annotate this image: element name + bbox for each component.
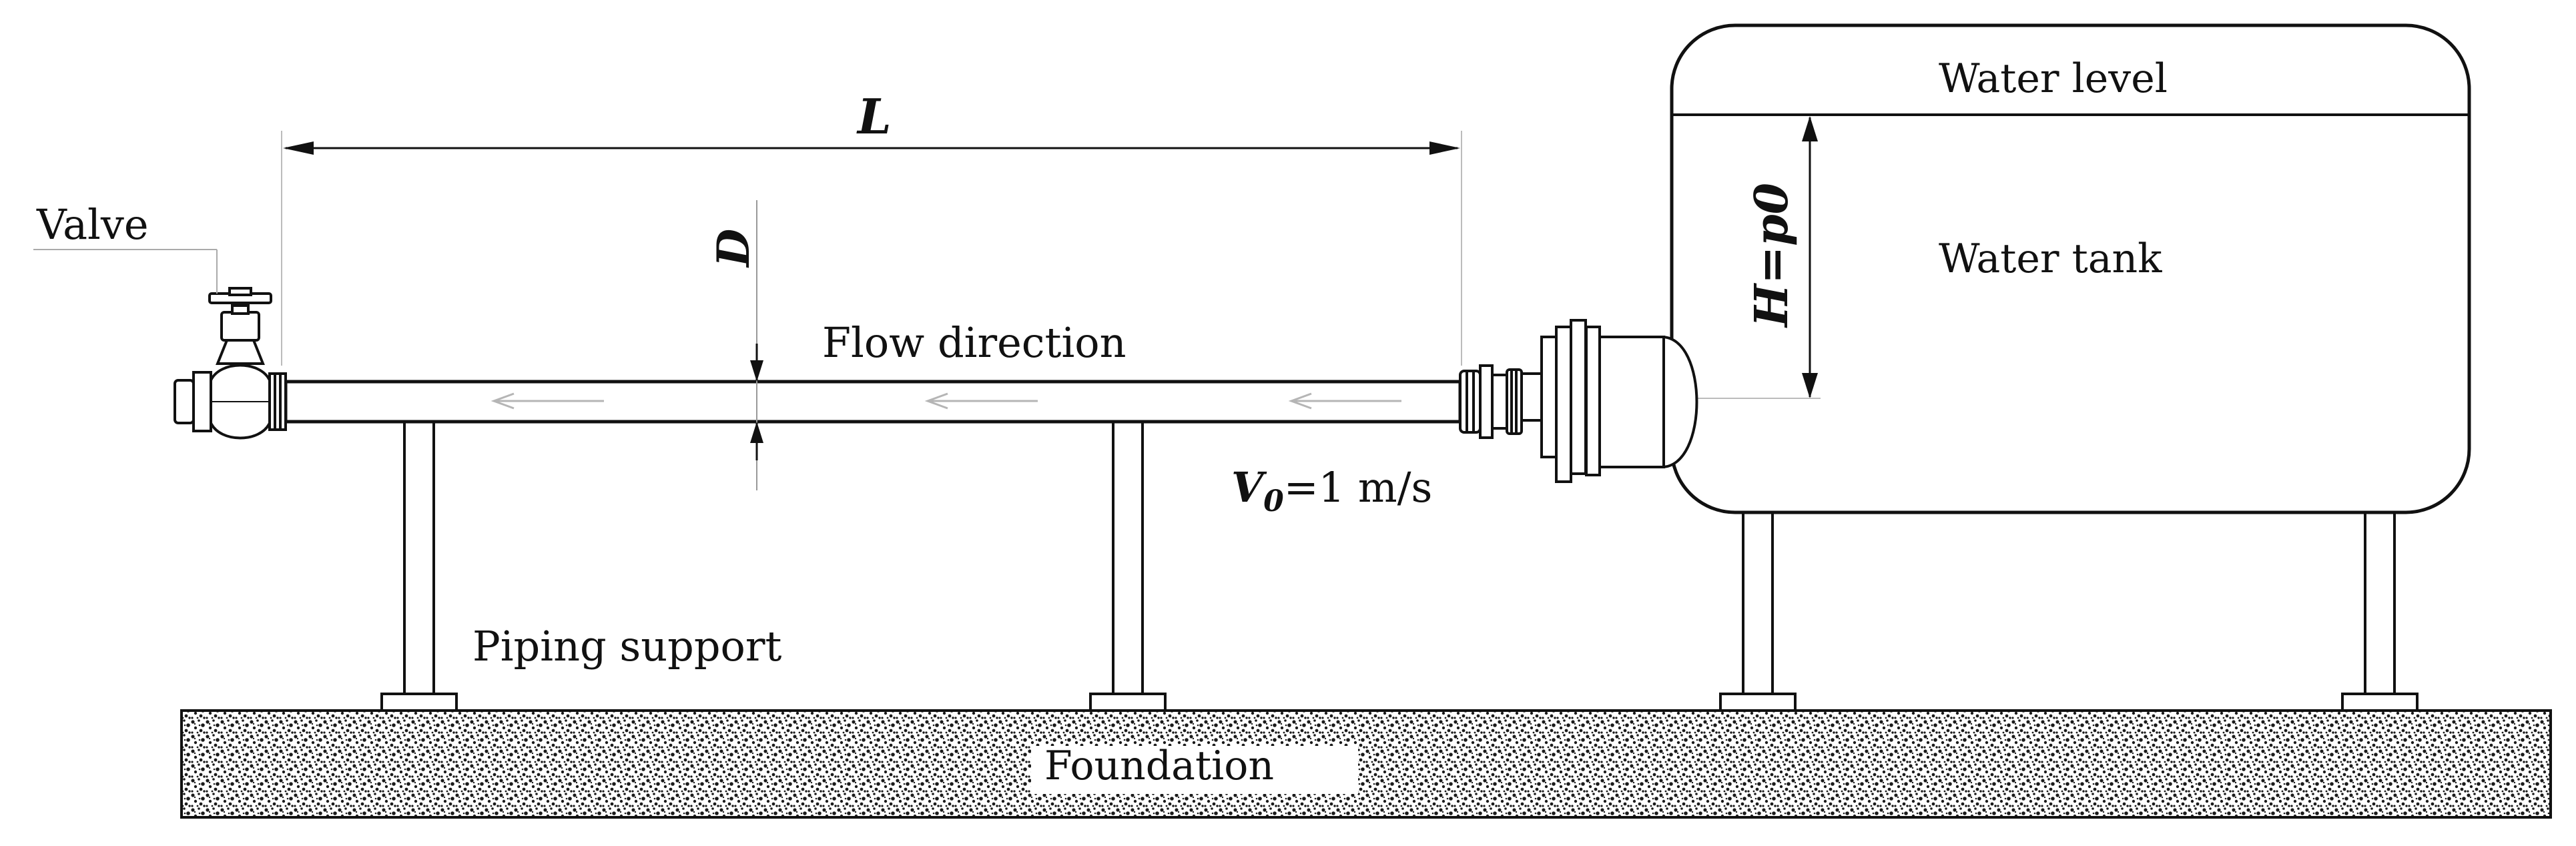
velocity-label: V0=1 m/s: [1231, 463, 1432, 518]
tank-outlet-flange: [1519, 319, 1698, 483]
length-dimension: [281, 131, 1462, 366]
valve: [174, 287, 287, 440]
foundation: [180, 709, 2552, 819]
water-level-label: Water level: [1939, 55, 2168, 102]
piping-support-2: [1089, 407, 1167, 712]
diameter-label: D: [707, 229, 759, 268]
piping-support-label: Piping support: [472, 622, 781, 671]
piping-support-1: [380, 407, 458, 712]
main-pipe: [284, 380, 1462, 424]
length-label: L: [856, 88, 892, 145]
head-label: H=p0: [1745, 183, 1799, 328]
water-tank-label: Water tank: [1939, 236, 2162, 282]
water-tank: [1670, 23, 2471, 514]
flow-direction-label: Flow direction: [822, 318, 1126, 367]
flow-arrows: [491, 392, 1401, 410]
foundation-label: Foundation: [1044, 743, 1274, 789]
valve-label: Valve: [36, 200, 149, 249]
diameter-dimension: [750, 200, 763, 490]
pipe-union: [1459, 364, 1523, 439]
